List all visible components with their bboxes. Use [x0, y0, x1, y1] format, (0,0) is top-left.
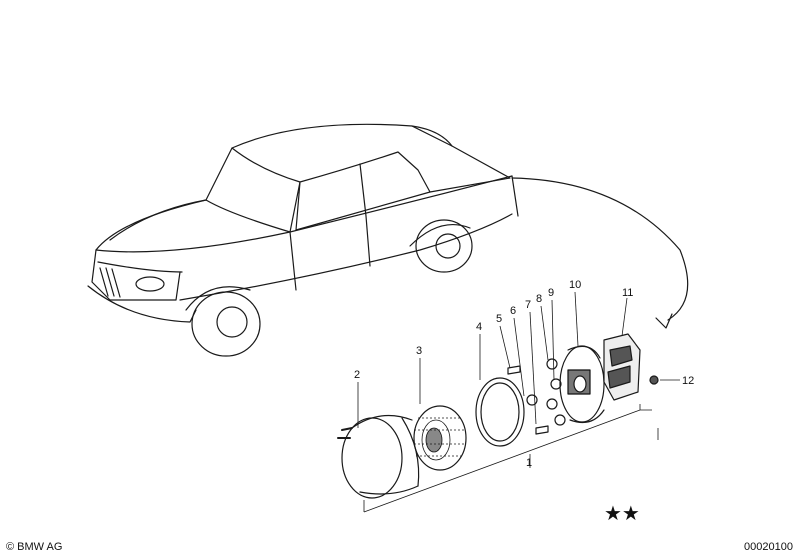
part-label-2: 2: [354, 369, 360, 381]
part-11-cover: [603, 333, 641, 401]
part-label-4: 4: [476, 321, 482, 333]
part-label-11: 11: [622, 287, 633, 299]
part-label-7: 7: [525, 299, 531, 311]
part-label-8: 8: [536, 293, 542, 305]
part-label-1: 1: [526, 457, 532, 469]
part-label-5: 5: [496, 313, 502, 325]
leader-lines: [357, 291, 680, 468]
part-label-12: 12: [682, 375, 694, 387]
part-label-10: 10: [569, 279, 581, 291]
part-12-nut: [649, 375, 659, 385]
part-2-housing: [337, 414, 420, 499]
assembly-baseline: [363, 404, 652, 513]
reference-number: 00020100: [744, 541, 793, 553]
part-label-3: 3: [416, 345, 422, 357]
car-illustration: [87, 123, 519, 357]
part-label-6: 6: [510, 305, 516, 317]
copyright-text: © BMW AG: [6, 541, 63, 553]
part-3-lens: [413, 405, 467, 471]
bulbs: [546, 358, 566, 426]
part-labels: 1 2 3 4 5 6 7 8 9 10 11 12: [354, 279, 694, 469]
part-label-9: 9: [548, 287, 554, 299]
star-markers: ★★: [604, 501, 640, 525]
callout-arrow: [511, 177, 689, 329]
screws: [507, 365, 549, 435]
part-4-gasket: [475, 377, 525, 447]
part-10-bulb-holder: [559, 345, 605, 423]
